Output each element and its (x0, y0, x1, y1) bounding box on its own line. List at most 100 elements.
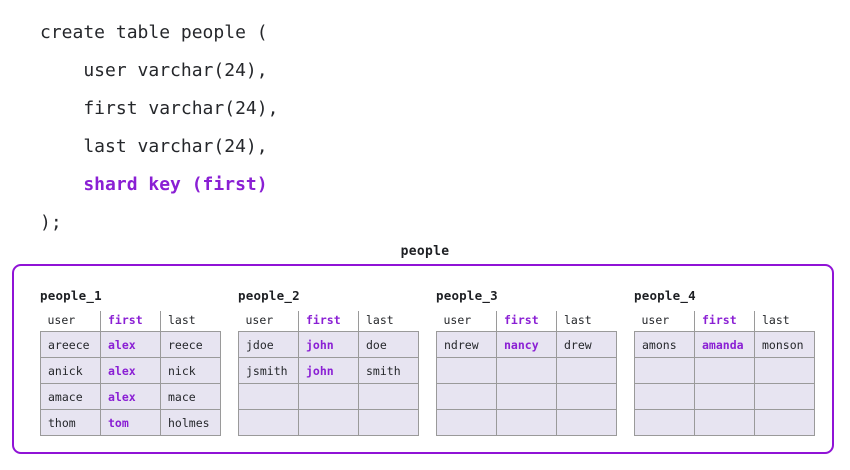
column-header-last: last (358, 311, 419, 332)
shard-table: user first last amons amanda monson (634, 311, 815, 436)
column-header-user: user (436, 311, 497, 332)
cell-last (358, 409, 419, 436)
logical-table-title: people (400, 244, 450, 259)
column-header-user: user (634, 311, 695, 332)
sql-code-block: create table people ( user varchar(24), … (40, 14, 800, 242)
column-header-last: last (160, 311, 221, 332)
cell-user: amace (40, 383, 101, 410)
shard-people_1: people_1 user first last areece alex ree… (40, 288, 221, 436)
cell-last (358, 383, 419, 410)
cell-last (556, 357, 617, 384)
cell-last: holmes (160, 409, 221, 436)
cell-last: monson (754, 331, 815, 358)
cell-user: areece (40, 331, 101, 358)
cell-first (298, 409, 359, 436)
table-row (436, 409, 617, 436)
shard-name: people_1 (40, 288, 102, 303)
sql-line-2: first varchar(24), (40, 98, 279, 119)
column-header-first: first (694, 311, 755, 332)
table-row: jsmith john smith (238, 357, 419, 384)
cell-last (754, 409, 815, 436)
table-row: amace alex mace (40, 383, 221, 410)
cell-user (238, 409, 299, 436)
shard-name: people_4 (634, 288, 696, 303)
sql-line-shard-key: shard key (first) (40, 174, 268, 195)
cell-user (436, 409, 497, 436)
table-row: amons amanda monson (634, 331, 815, 358)
table-row (436, 357, 617, 384)
sql-line-1: user varchar(24), (40, 60, 268, 81)
cell-user (238, 383, 299, 410)
cell-last: reece (160, 331, 221, 358)
shard-table: user first last areece alex reece anick … (40, 311, 221, 436)
shard-people_2: people_2 user first last jdoe john doe j… (238, 288, 419, 436)
table-row (238, 409, 419, 436)
cell-first: amanda (694, 331, 755, 358)
cell-user (436, 383, 497, 410)
table-row: areece alex reece (40, 331, 221, 358)
cell-user: amons (634, 331, 695, 358)
table-header-row: user first last (40, 311, 221, 332)
shard-name: people_3 (436, 288, 498, 303)
cell-first (496, 409, 557, 436)
cell-last: nick (160, 357, 221, 384)
shard-table: user first last ndrew nancy drew (436, 311, 617, 436)
cell-user: jsmith (238, 357, 299, 384)
shard-table: user first last jdoe john doe jsmith joh… (238, 311, 419, 436)
cell-first: tom (100, 409, 161, 436)
column-header-last: last (754, 311, 815, 332)
sql-line-3: last varchar(24), (40, 136, 268, 157)
cell-first: alex (100, 383, 161, 410)
shard-name: people_2 (238, 288, 300, 303)
cell-first: john (298, 357, 359, 384)
column-header-user: user (238, 311, 299, 332)
cell-user: thom (40, 409, 101, 436)
table-row: thom tom holmes (40, 409, 221, 436)
cell-user: jdoe (238, 331, 299, 358)
table-row (238, 383, 419, 410)
cell-first: alex (100, 331, 161, 358)
table-row: jdoe john doe (238, 331, 419, 358)
cell-last (754, 357, 815, 384)
cell-last: mace (160, 383, 221, 410)
table-row (634, 409, 815, 436)
table-row (634, 383, 815, 410)
cell-first (694, 357, 755, 384)
table-row: ndrew nancy drew (436, 331, 617, 358)
table-row: anick alex nick (40, 357, 221, 384)
shard-people_3: people_3 user first last ndrew nancy dre… (436, 288, 617, 436)
cell-first: john (298, 331, 359, 358)
column-header-first: first (496, 311, 557, 332)
cell-first (496, 357, 557, 384)
cell-last: drew (556, 331, 617, 358)
cell-user: anick (40, 357, 101, 384)
sql-line-0: create table people ( (40, 22, 268, 43)
cell-user: ndrew (436, 331, 497, 358)
cell-last (754, 383, 815, 410)
cell-first (496, 383, 557, 410)
cell-user (436, 357, 497, 384)
cell-last (556, 383, 617, 410)
shard-container: people_1 user first last areece alex ree… (12, 264, 834, 454)
table-row (436, 383, 617, 410)
column-header-first: first (298, 311, 359, 332)
table-header-row: user first last (238, 311, 419, 332)
cell-first (694, 383, 755, 410)
cell-last: doe (358, 331, 419, 358)
column-header-last: last (556, 311, 617, 332)
sql-line-5: ); (40, 212, 62, 233)
cell-first (694, 409, 755, 436)
cell-last: smith (358, 357, 419, 384)
column-header-first: first (100, 311, 161, 332)
table-header-row: user first last (436, 311, 617, 332)
cell-user (634, 357, 695, 384)
cell-last (556, 409, 617, 436)
cell-user (634, 383, 695, 410)
cell-user (634, 409, 695, 436)
table-row (634, 357, 815, 384)
column-header-user: user (40, 311, 101, 332)
cell-first (298, 383, 359, 410)
cell-first: nancy (496, 331, 557, 358)
shard-people_4: people_4 user first last amons amanda mo… (634, 288, 815, 436)
cell-first: alex (100, 357, 161, 384)
